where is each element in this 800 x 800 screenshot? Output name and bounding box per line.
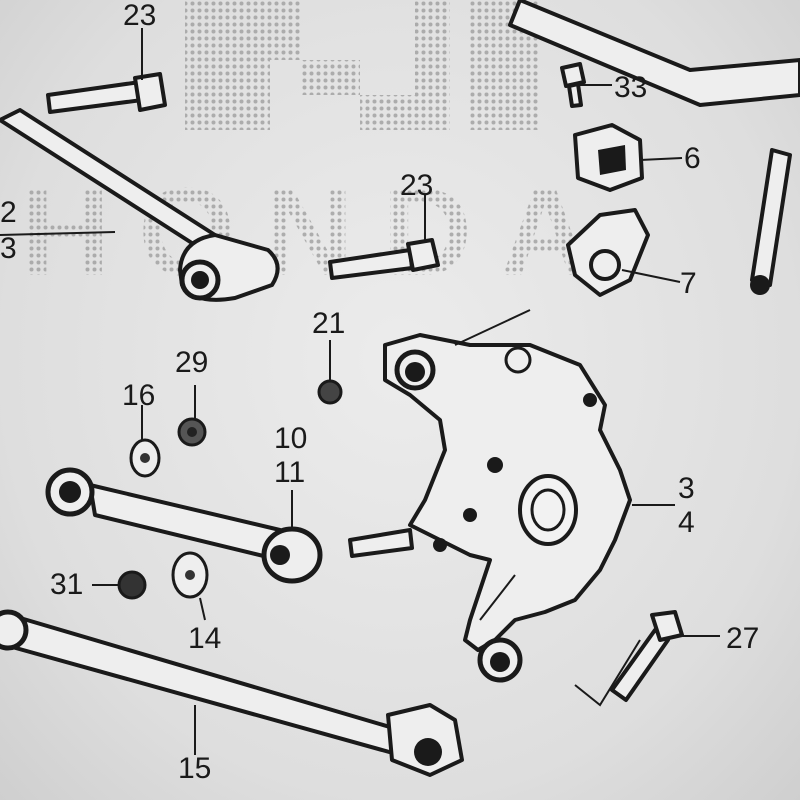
callout-29: 29 [175, 346, 208, 379]
callout-31: 31 [50, 568, 83, 601]
washer-14 [171, 551, 209, 599]
bolt-23-middle [328, 238, 440, 280]
stabilizer-bar [508, 0, 800, 107]
bolt-33 [560, 62, 586, 108]
nut-31 [117, 570, 147, 600]
watermark-h-logo [185, 0, 450, 130]
leader-lines [0, 28, 720, 755]
stabilizer-link [750, 148, 792, 295]
bolt-27 [610, 610, 684, 702]
washer-16 [129, 438, 161, 478]
callout-4: 4 [678, 506, 695, 539]
nut-29 [177, 417, 207, 447]
callout-33: 33 [614, 71, 647, 104]
stabilizer-holder [566, 208, 650, 297]
callout-27: 27 [726, 622, 759, 655]
lower-arm-15 [0, 609, 464, 777]
nut-21 [317, 379, 343, 405]
callout-16: 16 [122, 379, 155, 412]
rear-knuckle [383, 333, 632, 683]
callout-2: 2 [0, 196, 17, 229]
callout-7: 7 [680, 267, 697, 300]
callout-3-left: 3 [0, 232, 17, 265]
bolt-23-top [46, 72, 167, 114]
callout-6: 6 [684, 142, 701, 175]
callout-23-top: 23 [123, 0, 156, 32]
stabilizer-bushing [573, 123, 644, 192]
lower-arm-a [45, 467, 414, 584]
honda-watermark: HONDA [20, 0, 590, 302]
callout-3-right: 3 [678, 472, 695, 505]
upper-control-arm [0, 108, 280, 302]
callout-10: 10 [274, 422, 307, 455]
callout-labels: 23 23 33 6 7 2 3 21 29 16 10 11 3 4 31 1… [0, 0, 759, 785]
callout-11: 11 [274, 456, 305, 489]
callout-23-middle: 23 [400, 169, 433, 202]
callout-21: 21 [312, 307, 345, 340]
callout-15: 15 [178, 752, 211, 785]
callout-14: 14 [188, 622, 221, 655]
watermark-logo-bar [470, 0, 540, 130]
